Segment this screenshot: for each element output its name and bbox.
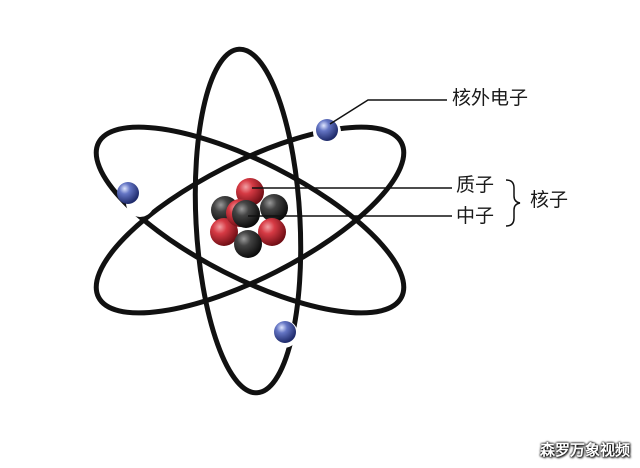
proton-label: 质子: [456, 174, 495, 196]
watermark: 森罗万象视频: [539, 441, 630, 459]
electrons: [117, 119, 338, 343]
neutron-label: 中子: [456, 205, 495, 227]
nucleus-brace: [505, 179, 521, 227]
orbit-tilted-down: [93, 124, 407, 316]
orbit-tilted-up: [93, 124, 407, 316]
leader-lines: [248, 99, 521, 227]
orbits: [93, 46, 407, 396]
electron-leader-line: [329, 99, 447, 125]
orbit-vertical: [192, 46, 304, 396]
nucleus: [210, 178, 288, 258]
electron-left: [117, 182, 139, 204]
nucleus-label: 核子: [530, 189, 569, 211]
electron-bottom: [274, 321, 296, 343]
electron-upper-right: [316, 119, 338, 141]
electron-label: 核外电子: [452, 87, 529, 109]
